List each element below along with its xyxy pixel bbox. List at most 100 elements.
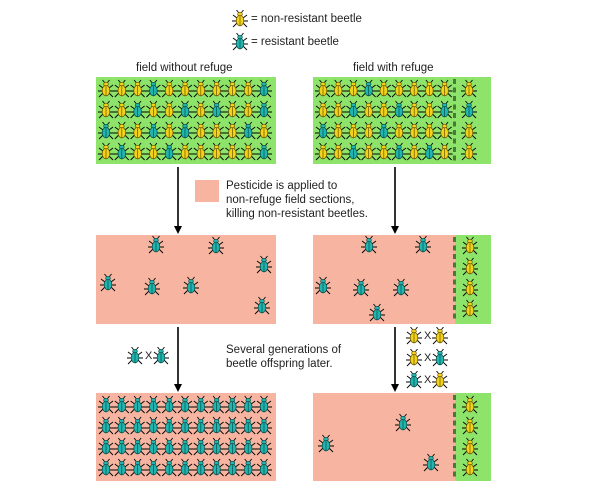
yellow-beetle-icon [406,79,423,98]
teal-beetle-icon [432,349,448,367]
teal-beetle-icon [256,416,272,435]
teal-beetle-icon [436,100,453,119]
yellow-beetle-icon [161,79,178,98]
teal-beetle-icon [177,437,193,456]
yellow-beetle-icon [461,121,477,140]
refuge-boundary-dash [453,471,456,477]
teal-beetle-icon [315,276,331,295]
yellow-beetle-icon [98,79,114,98]
teal-beetle-icon [375,121,392,140]
teal-beetle-icon [148,235,164,254]
yellow-beetle-icon [232,10,248,28]
yellow-beetle-icon [406,327,422,345]
teal-beetle-icon [391,100,407,119]
yellow-beetle-icon [145,142,162,161]
yellow-beetle-icon [240,79,257,98]
yellow-beetle-icon [113,121,130,140]
teal-beetle-icon [177,395,193,414]
refuge-boundary-dash [453,395,456,400]
header-field-with-refuge: field with refuge [353,62,434,74]
yellow-beetle-icon [192,121,209,140]
refuge-boundary-dash [453,305,456,310]
teal-beetle-icon [208,100,225,119]
teal-beetle-icon [153,347,169,365]
refuge-boundary-dash [453,121,456,127]
teal-beetle-icon [153,347,169,365]
yellow-beetle-icon [256,121,272,140]
legend-resistant-label: = resistant beetle [251,36,339,48]
field-without-refuge-generations-later [96,393,276,481]
teal-beetle-icon [113,395,130,414]
yellow-beetle-icon [462,236,478,255]
yellow-beetle-icon [406,100,423,119]
cross-symbol: X [424,330,432,342]
refuge-boundary-dash [453,429,456,434]
refuge-boundary-dash [453,403,456,409]
header-field-without-refuge: field without refuge [136,62,233,74]
refuge-boundary-dash [453,446,456,451]
yellow-beetle-icon [406,327,422,345]
refuge-boundary-dash [453,138,456,144]
teal-beetle-icon [415,235,431,254]
yellow-beetle-icon [145,100,162,119]
teal-beetle-icon [98,416,114,435]
field-background [96,235,276,324]
teal-beetle-icon [113,458,130,477]
teal-beetle-icon [256,142,272,161]
teal-beetle-icon [127,347,143,365]
teal-beetle-icon [208,236,224,255]
teal-beetle-icon [393,278,409,297]
yellow-beetle-icon [360,100,377,119]
yellow-beetle-icon [330,79,347,98]
teal-beetle-icon [256,79,272,98]
legend-non-resistant-label: = non-resistant beetle [251,13,362,25]
yellow-beetle-icon [391,121,407,140]
yellow-beetle-icon [406,142,423,161]
teal-beetle-icon [406,371,422,389]
yellow-beetle-icon [224,142,241,161]
refuge-boundary-dash [453,79,456,84]
teal-beetle-icon [345,100,362,119]
teal-beetle-icon [145,416,162,435]
teal-beetle-icon [421,142,438,161]
yellow-beetle-icon [436,121,453,140]
yellow-beetle-icon [330,121,347,140]
refuge-boundary-dash [453,87,456,93]
teal-beetle-icon [256,437,272,456]
cross-symbol: X [145,350,153,362]
pesticide-note-line-1: Pesticide is applied to [226,180,338,192]
teal-beetle-icon [224,437,241,456]
yellow-beetle-icon [161,100,178,119]
teal-beetle-icon [240,437,257,456]
cross-symbol: X [424,374,432,386]
yellow-beetle-icon [421,121,438,140]
teal-beetle-icon [144,277,160,296]
teal-beetle-icon [256,395,272,414]
teal-beetle-icon [318,434,334,453]
teal-beetle-icon [177,458,193,477]
teal-beetle-icon [177,121,193,140]
teal-beetle-icon [240,395,257,414]
teal-beetle-icon [113,142,130,161]
teal-beetle-icon [192,437,209,456]
pesticide-note-line-3: killing non-resistant beetles. [226,208,368,220]
yellow-beetle-icon [462,416,478,435]
teal-beetle-icon [423,453,439,472]
yellow-beetle-icon [432,327,448,345]
pesticide-note-line-2: non-refuge field sections, [226,194,355,206]
yellow-beetle-icon [98,100,114,119]
yellow-beetle-icon [192,142,209,161]
yellow-beetle-icon [436,79,453,98]
teal-beetle-icon [129,437,146,456]
teal-beetle-icon [256,255,272,274]
yellow-beetle-icon [113,79,130,98]
refuge-boundary-dash [453,147,456,152]
teal-beetle-icon [100,273,116,292]
yellow-beetle-icon [462,395,478,414]
refuge-boundary-dash [453,437,456,443]
refuge-boundary-dash [453,412,456,417]
refuge-boundary-dash [453,454,456,460]
teal-beetle-icon [406,371,422,389]
teal-beetle-icon [360,79,377,98]
